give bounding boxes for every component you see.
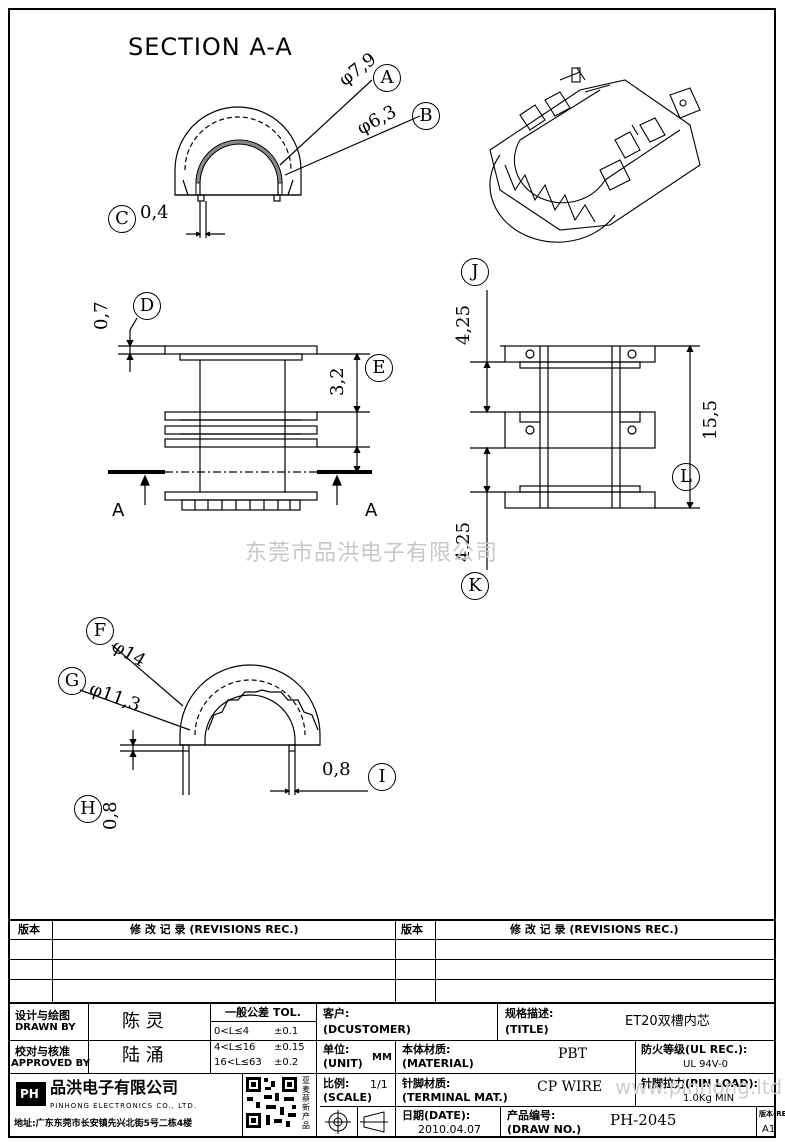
company-logo: PH xyxy=(16,1082,46,1106)
dim-c-label: C xyxy=(108,205,136,233)
date-value: 2010.04.07 xyxy=(418,1123,481,1136)
sheet-border xyxy=(8,8,776,1138)
watermark-url: www.pinhong.ltd xyxy=(615,1075,783,1099)
bottom-view xyxy=(79,644,368,795)
company-name: 品洪电子有限公司 xyxy=(50,1078,179,1097)
approved-by-label-en: APPROVED BY xyxy=(11,1058,90,1069)
dim-b-label: B xyxy=(412,102,440,130)
drawn-by-label: 设计与绘图 xyxy=(15,1009,70,1022)
rev-col-record-2: 修 改 记 录 (REVISIONS REC.) xyxy=(510,923,679,936)
approved-by-label: 校对与核准 xyxy=(15,1045,70,1058)
logo-text: PH xyxy=(20,1087,39,1101)
dim-e-label: E xyxy=(365,354,393,382)
spec-label-en: (TITLE) xyxy=(505,1023,549,1036)
approved-by-name: 陆 涌 xyxy=(122,1045,164,1066)
qr-caption: 亚麦蔡新产品 xyxy=(302,1076,310,1130)
dim-d-label: D xyxy=(133,292,161,320)
dim-j-value: 4,25 xyxy=(453,304,474,345)
dim-h-label: H xyxy=(74,795,102,823)
unit-label-en: (UNIT) xyxy=(323,1057,363,1070)
watermark-company: 东莞市品洪电子有限公司 xyxy=(245,541,499,566)
customer-label-en: (DCUSTOMER) xyxy=(323,1023,411,1036)
dim-i-label: I xyxy=(368,763,396,791)
isometric-view xyxy=(489,67,701,243)
draw-no-value: PH-2045 xyxy=(610,1111,677,1129)
tol-value-2: ±0.15 xyxy=(274,1042,305,1053)
pin-load-label: 针脚拉力(PIN LOAD): xyxy=(641,1077,758,1090)
unit-value: MM xyxy=(372,1052,392,1063)
section-title: SECTION A-A xyxy=(128,33,293,61)
front-view xyxy=(470,290,700,570)
dim-g-label: G xyxy=(58,667,86,695)
tol-value-3: ±0.2 xyxy=(274,1057,299,1068)
draw-no-label: 产品编号: xyxy=(507,1109,556,1122)
tol-range-3: 16<L≤63 xyxy=(214,1057,262,1068)
dim-i-value: 0,8 xyxy=(322,759,351,780)
terminal-label-en: (TERMINAL MAT.) xyxy=(402,1091,508,1104)
dim-k-label: K xyxy=(461,572,489,600)
unit-label: 单位: xyxy=(323,1043,350,1056)
side-view xyxy=(108,317,372,511)
dim-f-label: F xyxy=(86,617,114,645)
company-name-en: PINHONG ELECTRONICS CO., LTD. xyxy=(50,1102,197,1110)
scale-label: 比例: xyxy=(323,1077,350,1090)
spec-label: 规格描述: xyxy=(505,1007,554,1020)
scale-label-en: (SCALE) xyxy=(323,1091,373,1104)
dim-a-label: A xyxy=(373,64,401,92)
dim-l-value: 15,5 xyxy=(700,399,721,440)
dim-h-value: 0,8 xyxy=(100,801,121,830)
date-label: 日期(DATE): xyxy=(402,1109,471,1122)
customer-label: 客户: xyxy=(323,1007,350,1020)
dim-l-label: L xyxy=(672,463,700,491)
rev-col-record: 修 改 记 录 (REVISIONS REC.) xyxy=(130,923,299,936)
tol-value-1: ±0.1 xyxy=(274,1026,299,1037)
spec-value: ET20双槽内芯 xyxy=(625,1014,710,1029)
material-label: 本体材质: xyxy=(402,1043,451,1056)
dim-e-value: 3,2 xyxy=(327,367,348,396)
revision-label: 版本(REV): xyxy=(759,1110,785,1118)
section-view xyxy=(174,79,421,238)
scale-value: 1/1 xyxy=(370,1078,388,1091)
material-label-en: (MATERIAL) xyxy=(402,1057,474,1070)
rev-col-version: 版本 xyxy=(18,923,40,936)
dim-d-value: 0,7 xyxy=(91,301,112,330)
terminal-value: CP WIRE xyxy=(537,1079,603,1095)
terminal-label: 针脚材质: xyxy=(402,1077,451,1090)
material-value: PBT xyxy=(558,1046,588,1062)
tol-range-2: 4<L≤16 xyxy=(214,1042,256,1053)
company-address: 地址:广东东莞市长安镇先兴北街5号二栋4楼 xyxy=(14,1119,193,1129)
tol-range-1: 0<L≤4 xyxy=(214,1026,250,1037)
projection-symbol-icon xyxy=(325,1110,388,1134)
tolerance-title: 一般公差 TOL. xyxy=(225,1006,301,1019)
drawn-by-name: 陈 灵 xyxy=(122,1011,164,1032)
draw-no-label-en: (DRAW NO.) xyxy=(507,1123,582,1136)
qr-code-icon xyxy=(244,1075,299,1130)
fire-rating-value: UL 94V-0 xyxy=(683,1059,729,1070)
revision-value: A1 xyxy=(762,1124,776,1135)
dim-j-label: J xyxy=(461,258,489,286)
section-mark-right: A xyxy=(365,500,378,521)
drawn-by-label-en: DRAWN BY xyxy=(15,1022,76,1033)
pin-load-value: 1.0Kg MIN xyxy=(683,1093,735,1104)
dim-c-value: 0,4 xyxy=(140,202,169,223)
section-mark-left: A xyxy=(112,500,125,521)
fire-rating-label: 防火等级(UL REC.): xyxy=(641,1043,748,1056)
rev-col-version-2: 版本 xyxy=(401,923,423,936)
